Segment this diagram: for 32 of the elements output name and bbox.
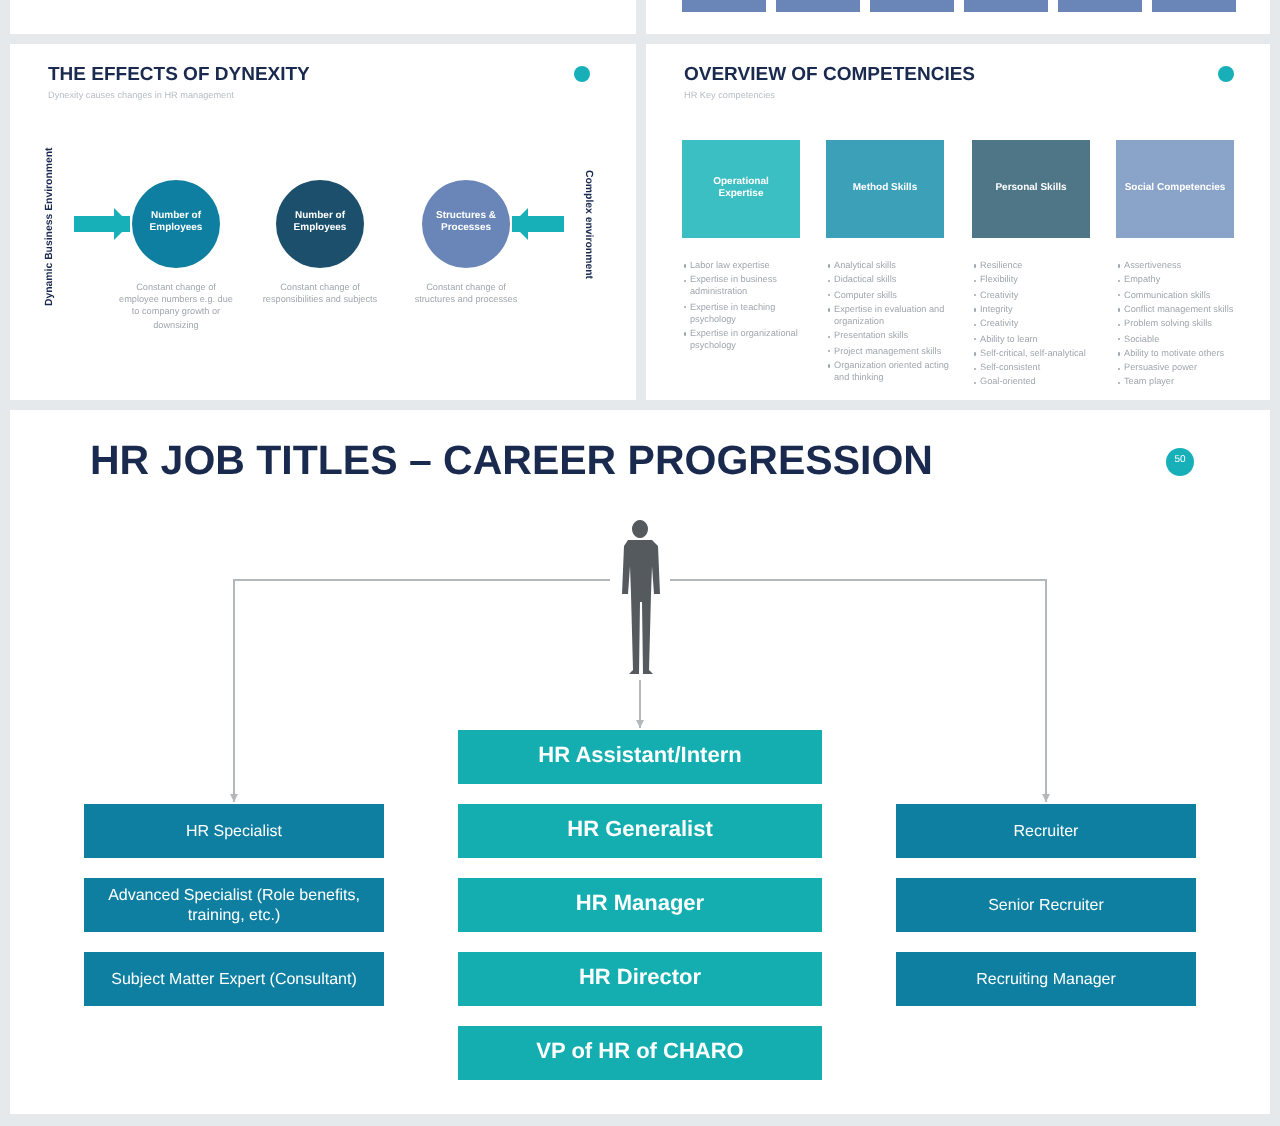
job-title-box: Senior Recruiter <box>896 878 1196 932</box>
connector-arrow <box>230 579 611 803</box>
slide-title: HR JOB TITLES – CAREER PROGRESSION <box>90 438 933 486</box>
job-title-box: Advanced Specialist (Role benefits, training, etc.) <box>84 878 384 932</box>
job-title-box: HR Assistant/Intern <box>458 730 822 784</box>
page-number-badge <box>574 66 590 82</box>
slide-title: THE EFFECTS OF DYNEXITY <box>48 64 310 86</box>
tab-box <box>1152 0 1236 12</box>
job-title-box: HR Specialist <box>84 804 384 858</box>
slide-card <box>646 0 1270 34</box>
job-title-box: HR Generalist <box>458 804 822 858</box>
tab-box <box>1058 0 1142 12</box>
tab-box <box>682 0 766 12</box>
page-number-badge <box>1218 66 1234 82</box>
slide-card <box>646 44 1270 400</box>
job-title-box: VP of HR of CHARO <box>458 1026 822 1080</box>
block-arrow <box>74 208 130 240</box>
tab-box <box>870 0 954 12</box>
job-title-box: Recruiter <box>896 804 1196 858</box>
tab-box <box>776 0 860 12</box>
job-title-box: Subject Matter Expert (Consultant) <box>84 952 384 1006</box>
block-arrow <box>512 208 564 240</box>
slide-card <box>10 410 1270 1114</box>
job-title-box: HR Director <box>458 952 822 1006</box>
slide-card <box>10 0 636 34</box>
connector-arrow <box>636 679 644 729</box>
slide-title: OVERVIEW OF COMPETENCIES <box>684 64 976 86</box>
slide-card <box>10 44 636 400</box>
job-title-box: HR Manager <box>458 878 822 932</box>
job-title-box: Recruiting Manager <box>896 952 1196 1006</box>
connector-arrow <box>669 579 1050 803</box>
tab-box <box>964 0 1048 12</box>
